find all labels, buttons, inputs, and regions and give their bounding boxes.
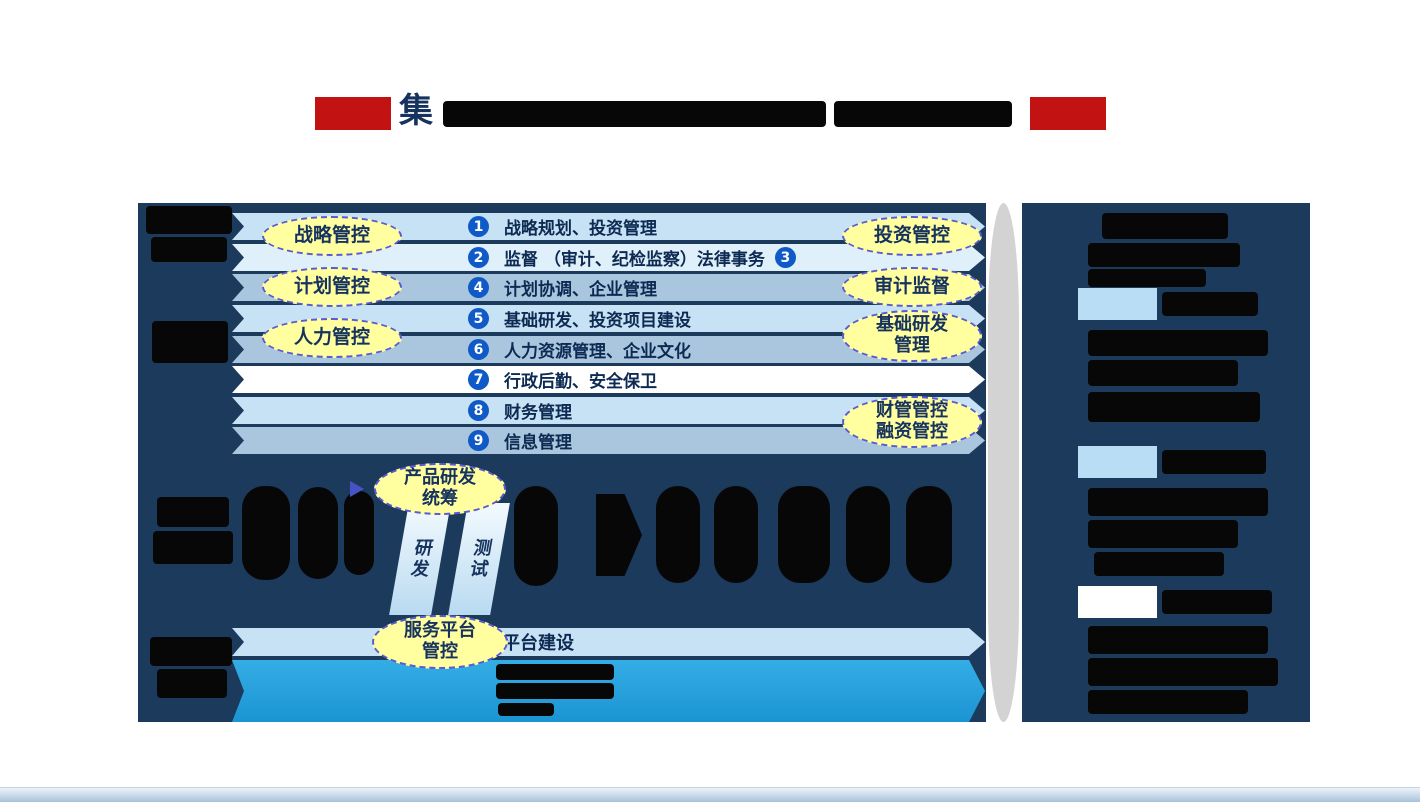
- step-number-badge: 8: [468, 400, 489, 421]
- band-label: 监督 （审计、纪检监察）法律事务: [504, 250, 765, 270]
- redacted-section-label: [152, 321, 228, 363]
- redacted-legend-title: [1102, 213, 1228, 239]
- connector-arrow-icon: [350, 481, 364, 497]
- redacted-band-text: [496, 664, 614, 680]
- band-label: 财务管理: [504, 403, 572, 423]
- redacted-legend-text: [1088, 330, 1268, 356]
- redacted-process-shape: [514, 486, 558, 586]
- redacted-legend-text: [1162, 590, 1272, 614]
- legend-swatch-lightblue-2: [1078, 446, 1157, 478]
- oval-label: 战略管控: [293, 224, 370, 247]
- step-number-badge: 1: [468, 216, 489, 237]
- control-oval-investment: 投资管控: [842, 216, 982, 256]
- oval-label-line1: 产品研发: [404, 467, 476, 489]
- footer-bar: [0, 787, 1420, 802]
- redacted-section-label: [157, 497, 229, 527]
- step-number-badge: 3: [775, 247, 796, 268]
- title-accent-left: [315, 97, 391, 130]
- redacted-process-shape: [242, 486, 290, 580]
- redacted-process-shape: [344, 491, 374, 575]
- step-number-badge: 9: [468, 430, 489, 451]
- redacted-legend-text: [1088, 520, 1238, 548]
- control-oval-strategy: 战略管控: [262, 216, 402, 256]
- ribbon-label: 研发: [406, 538, 435, 580]
- ribbon-label: 测试: [465, 538, 494, 580]
- band-label: 行政后勤、安全保卫: [504, 372, 657, 392]
- band-label: 基础研发、投资项目建设: [504, 311, 691, 331]
- platform-band: 平台建设: [232, 628, 985, 656]
- oval-label: 计划管控: [293, 275, 370, 298]
- redacted-title-text: [834, 101, 1012, 127]
- redacted-process-shape: [656, 486, 700, 583]
- redacted-process-shape: [846, 486, 890, 583]
- legend-swatch-white: [1078, 586, 1157, 618]
- redacted-legend-text: [1162, 292, 1258, 316]
- oval-label-line1: 服务平台: [404, 620, 476, 642]
- redacted-legend-text: [1088, 243, 1240, 267]
- redacted-legend-text: [1088, 658, 1278, 686]
- redacted-process-shape: [714, 486, 758, 583]
- divider-ribbon: [988, 203, 1019, 722]
- redacted-title-text: [443, 101, 826, 127]
- band-label: 人力资源管理、企业文化: [504, 342, 691, 362]
- redacted-legend-text: [1088, 690, 1248, 714]
- step-number-badge: 4: [468, 277, 489, 298]
- redacted-band-text: [498, 703, 554, 716]
- control-oval-product-rd: 产品研发 统筹: [374, 463, 506, 515]
- redacted-section-label: [150, 637, 232, 666]
- function-band-7: 7 行政后勤、安全保卫: [232, 366, 985, 393]
- control-oval-audit: 审计监督: [842, 267, 982, 307]
- oval-label: 投资管控: [873, 224, 950, 247]
- title-accent-right: [1030, 97, 1106, 130]
- band-label: 平台建设: [502, 633, 574, 654]
- redacted-legend-text: [1088, 488, 1268, 516]
- control-oval-hr: 人力管控: [262, 318, 402, 358]
- redacted-section-label: [151, 237, 227, 262]
- oval-label-line2: 管理: [894, 335, 930, 356]
- oval-label-line1: 基础研发: [876, 314, 948, 336]
- step-number-badge: 5: [468, 308, 489, 329]
- redacted-legend-text: [1088, 626, 1268, 654]
- oval-label-line1: 财管管控: [876, 400, 948, 422]
- redacted-legend-text: [1088, 392, 1260, 422]
- control-oval-basic-rd: 基础研发 管理: [842, 310, 982, 362]
- redacted-section-label: [157, 669, 227, 698]
- redacted-legend-text: [1088, 269, 1206, 287]
- step-number-badge: 2: [468, 247, 489, 268]
- oval-label-line2: 融资管控: [876, 421, 948, 442]
- band-label: 计划协调、企业管理: [504, 280, 657, 300]
- band-label: 战略规划、投资管理: [504, 219, 657, 239]
- step-number-badge: 7: [468, 369, 489, 390]
- redacted-legend-text: [1088, 360, 1238, 386]
- redacted-section-label: [153, 531, 233, 564]
- slide-title-prefix: 集: [399, 91, 433, 131]
- redacted-band-text: [496, 683, 614, 699]
- redacted-legend-text: [1162, 450, 1266, 474]
- control-oval-planning: 计划管控: [262, 267, 402, 307]
- redacted-process-shape: [906, 486, 952, 583]
- band-label: 信息管理: [504, 433, 572, 453]
- redacted-process-shape: [298, 487, 338, 579]
- legend-swatch-lightblue-1: [1078, 288, 1157, 320]
- control-oval-finance: 财管管控 融资管控: [842, 396, 982, 448]
- redacted-legend-text: [1094, 552, 1224, 576]
- oval-label-line2: 管控: [422, 641, 458, 662]
- oval-label-line2: 统筹: [422, 488, 458, 509]
- oval-label: 审计监督: [873, 275, 950, 298]
- redacted-section-label: [146, 206, 232, 234]
- step-number-badge: 6: [468, 339, 489, 360]
- oval-label: 人力管控: [293, 326, 370, 349]
- redacted-process-shape: [778, 486, 830, 583]
- control-oval-service-platform: 服务平台 管控: [372, 615, 508, 669]
